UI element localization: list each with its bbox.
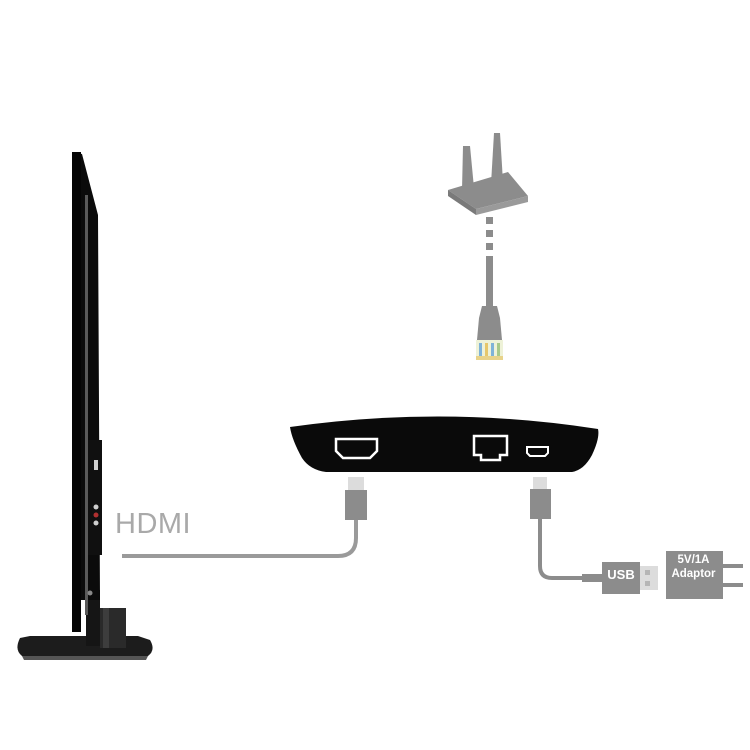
adaptor-rating: 5V/1A <box>677 554 710 566</box>
hdmi-label: HDMI <box>115 508 192 540</box>
micro-usb-port-icon <box>526 446 549 457</box>
adaptor-label: 5V/1A Adaptor <box>666 553 721 581</box>
hdmi-port-icon <box>334 437 379 460</box>
rj45-port-icon <box>472 434 509 462</box>
usb-label: USB <box>607 567 635 582</box>
adaptor-name: Adaptor <box>671 568 716 580</box>
